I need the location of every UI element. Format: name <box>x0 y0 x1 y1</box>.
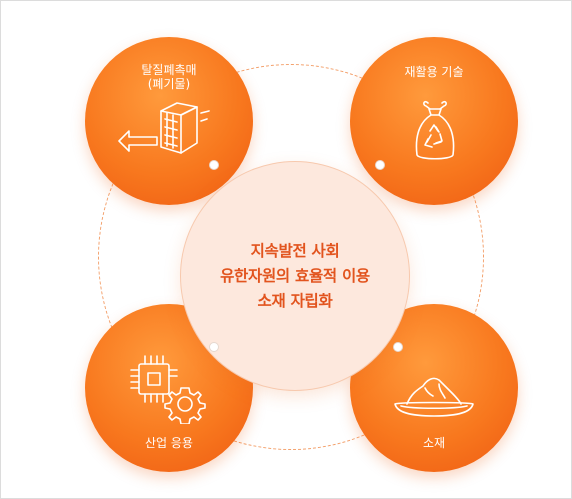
node-label: 소재 <box>350 436 518 450</box>
connector-dot <box>393 342 403 352</box>
recycle-bag-icon <box>415 100 455 160</box>
center-line: 지속발전 사회 <box>250 241 340 260</box>
node-label: 재활용 기술 <box>350 65 518 79</box>
chip-gear-icon <box>130 355 206 424</box>
node-label-line: 탈질폐촉매 <box>141 63 197 77</box>
center-line: 유한자원의 효율적 이용 <box>220 266 370 285</box>
center-line: 소재 자립화 <box>257 291 333 310</box>
node-label-line: (폐기물) <box>147 77 191 91</box>
node-label: 산업 응용 <box>85 436 253 450</box>
node-spent-catalyst: 탈질폐촉매 (폐기물) <box>85 37 253 205</box>
powder-dish-icon <box>394 377 474 417</box>
node-label-line: 재활용 기술 <box>404 65 464 79</box>
node-label-line: 산업 응용 <box>145 436 193 450</box>
node-label-line: 소재 <box>422 436 446 450</box>
node-recycling-tech: 재활용 기술 <box>350 37 518 205</box>
connector-dot <box>375 160 385 170</box>
center-goal: 지속발전 사회 유한자원의 효율적 이용 소재 자립화 <box>181 162 409 390</box>
node-label: 탈질폐촉매 (폐기물) <box>85 63 253 91</box>
connector-dot <box>209 160 219 170</box>
cycle-ring <box>98 64 484 450</box>
catalyst-cube-recycle-icon <box>118 102 210 154</box>
connector-dot <box>209 342 219 352</box>
